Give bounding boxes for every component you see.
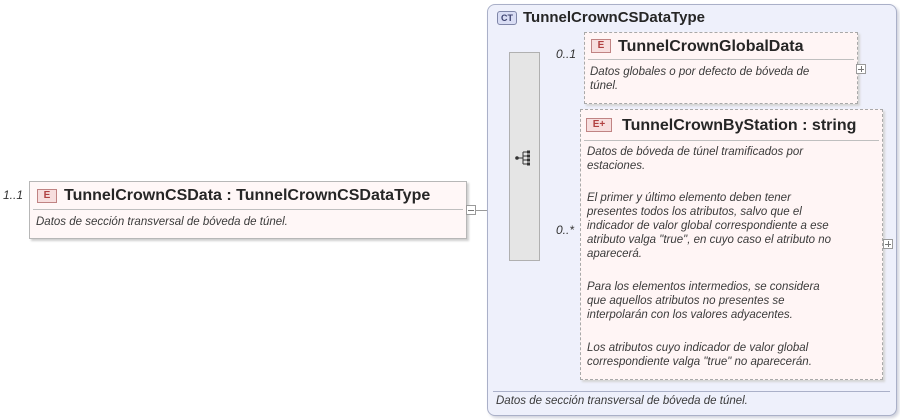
root-element-header: E TunnelCrownCSData : TunnelCrownCSDataT…: [30, 182, 466, 210]
by-station-description-line: correspondiente valga "true" no aparecer…: [587, 356, 812, 368]
root-collapse-icon[interactable]: [466, 205, 476, 215]
by-station-description-line: El primer y último elemento deben tener: [587, 192, 791, 204]
complex-type-footer-separator: [493, 391, 890, 392]
global-data-title: TunnelCrownGlobalData: [618, 38, 804, 55]
by-station-description-line: atributo valga "true", en cuyo caso el a…: [587, 234, 832, 246]
element-badge: E: [37, 189, 57, 203]
root-element-separator: [33, 209, 463, 210]
sequence-compositor[interactable]: [509, 52, 540, 261]
root-element-title: TunnelCrownCSData : TunnelCrownCSDataTyp…: [64, 187, 431, 204]
element-badge: E: [591, 39, 611, 53]
global-data-description-line-2: túnel.: [590, 80, 619, 92]
by-station-description-line: Para los elementos intermedios, se consi…: [587, 281, 820, 293]
by-station-title: TunnelCrownByStation : string: [622, 117, 857, 134]
root-occurrence: 1..1: [3, 188, 24, 202]
by-station-separator: [584, 140, 879, 141]
sequence-icon: [515, 150, 530, 166]
global-data-expand-icon[interactable]: [856, 64, 866, 74]
complex-type-title: TunnelCrownCSDataType: [523, 9, 705, 26]
by-station-description-line: indicador de valor global correspondient…: [587, 220, 829, 232]
complex-type-badge: CT: [497, 11, 517, 25]
global-data-separator: [588, 59, 854, 60]
by-station-description-line: aparecerá.: [587, 248, 642, 260]
complex-type-footer: Datos de sección transversal de bóveda d…: [496, 395, 748, 407]
global-data-element-box[interactable]: E TunnelCrownGlobalData Datos globales o…: [584, 32, 858, 104]
by-station-description-line: que aquellos atributos no presentes se: [587, 295, 785, 307]
root-element-description: Datos de sección transversal de bóveda d…: [36, 216, 288, 228]
global-data-description-line-1: Datos globales o por defecto de bóveda d…: [590, 66, 810, 78]
by-station-element-box[interactable]: E+ TunnelCrownByStation : string Datos d…: [580, 109, 883, 380]
by-station-occurrence: 0..*: [556, 223, 575, 237]
by-station-description-line: presentes todos los atributos, salvo que…: [587, 206, 802, 218]
global-data-occurrence: 0..1: [556, 47, 577, 61]
by-station-description-line: interpolarán con los valores adyacentes.: [587, 309, 793, 321]
by-station-description-line: Los atributos cuyo indicador de valor gl…: [587, 342, 809, 354]
by-station-expand-icon[interactable]: [883, 239, 893, 249]
by-station-description-line: estaciones.: [587, 160, 646, 172]
element-plus-badge: E+: [586, 118, 612, 132]
root-element-box[interactable]: E TunnelCrownCSData : TunnelCrownCSDataT…: [29, 181, 467, 239]
by-station-description-line: Datos de bóveda de túnel tramificados po…: [587, 146, 804, 158]
